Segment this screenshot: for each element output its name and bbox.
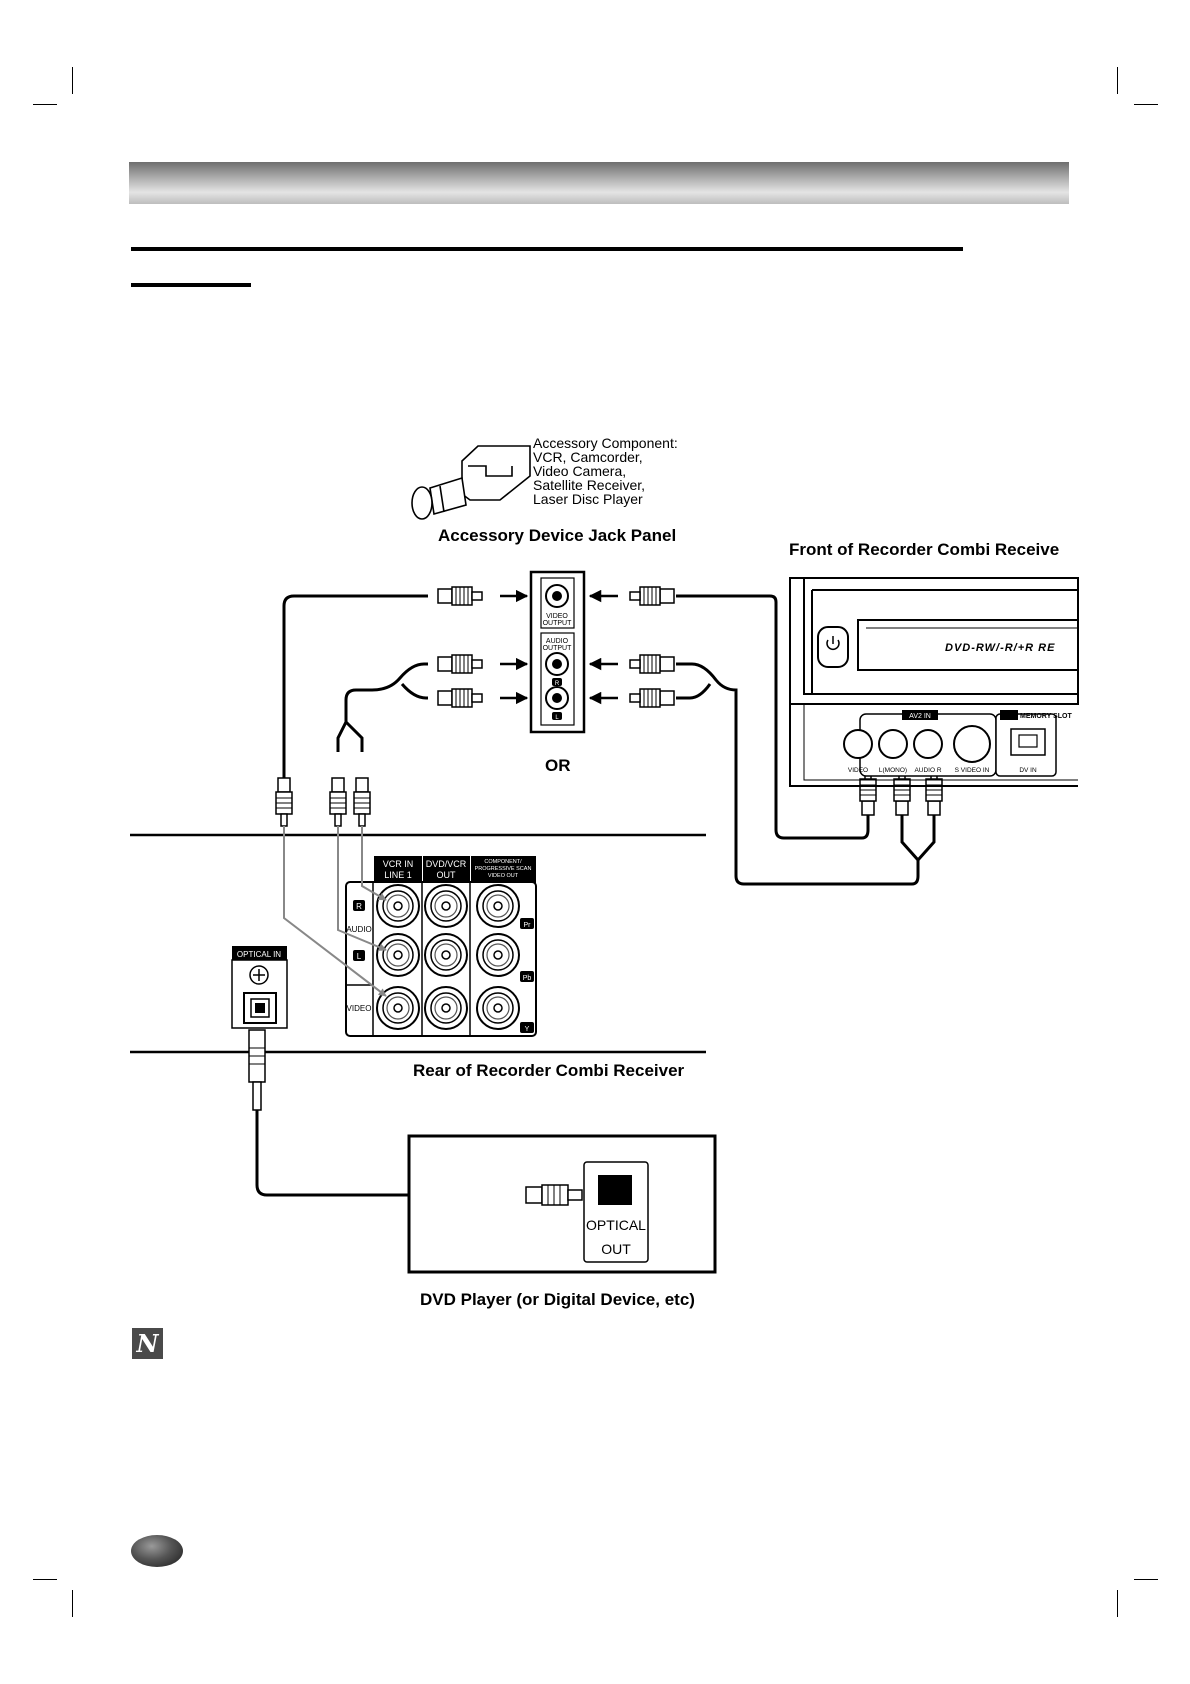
recorder-front-panel [789,577,1079,787]
accessory-jack-panel: VIDEO OUTPUT AUDIO OUTPUT R L [529,570,586,734]
svg-text:OUTPUT: OUTPUT [543,645,573,652]
dvd-player-box [407,1134,717,1274]
hdmi-icon [1000,710,1018,720]
front-jack-label: S VIDEO IN [955,767,990,774]
front-memory-slot: MEMORY SLOT [1020,713,1072,720]
front-av2-label: AV2 IN [909,713,931,720]
optical-in-panel [231,946,288,1111]
cable-routing [255,594,936,1197]
note-icon: N [132,1328,163,1359]
rear-col-comp: PROGRESSIVE SCAN [475,866,532,872]
title-bar [129,162,1069,204]
svg-text:R: R [555,681,560,687]
rear-col-dvd: OUT [437,870,457,880]
crop-mark [1134,1579,1158,1580]
rear-jack-panel [345,856,537,1037]
rear-col-comp: VIDEO OUT [488,873,519,879]
front-jack-label: AUDIO R [914,767,941,774]
accessory-panel-caption: Accessory Device Jack Panel [438,526,676,545]
front-model-text: DVD-RW/-R/+R RE [945,642,1055,654]
dvd-out-label: OUT [601,1241,631,1257]
front-jack-label: VIDEO [848,767,868,774]
rear-col-comp: COMPONENT/ [484,859,522,865]
front-caption: Front of Recorder Combi Receive [789,540,1059,559]
crop-mark [1117,1590,1118,1617]
svg-text:AUDIO: AUDIO [546,638,569,645]
crop-mark [72,67,73,94]
or-label: OR [545,756,571,775]
rear-caption: Rear of Recorder Combi Receiver [413,1061,685,1080]
rear-video-label: VIDEO [347,1004,372,1013]
rear-pb-label: Pb [523,975,532,982]
rear-r-label: R [356,902,362,911]
subsection-rule [131,283,251,287]
dvd-optical-label: OPTICAL [586,1217,646,1233]
accessory-component-types: Video Camera, [533,463,626,479]
rear-col-dvd: DVD/VCR [426,859,467,869]
power-button-icon [826,636,840,650]
svg-text:L: L [555,715,559,721]
rear-col-vcr: LINE 1 [384,870,412,880]
svg-text:VIDEO: VIDEO [546,613,568,620]
signal-arrows [500,589,618,705]
section-rule [131,247,963,251]
guide-lines [283,826,387,997]
rear-y-label: Y [525,1026,530,1033]
front-jack-label: DV IN [1019,767,1037,774]
crop-mark [72,1590,73,1617]
crop-mark [1134,104,1158,105]
accessory-component-types: Satellite Receiver, [533,477,645,493]
rear-col-vcr: VCR IN [383,859,414,869]
rear-audio-label: AUDIO [346,925,371,934]
optical-in-label: OPTICAL IN [237,950,281,959]
crop-mark [33,1579,57,1580]
accessory-component-types: VCR, Camcorder, [533,449,643,465]
page-tab [131,1535,183,1567]
crop-mark [1117,67,1118,94]
rear-l-label: L [357,952,362,961]
svg-text:OUTPUT: OUTPUT [543,620,573,627]
accessory-component-label: Accessory Component: [533,435,678,451]
rear-pr-label: Pr [524,922,532,929]
accessory-component-types: Laser Disc Player [533,491,643,507]
crop-mark [33,104,57,105]
dvd-player-caption: DVD Player (or Digital Device, etc) [420,1290,695,1309]
accessory-device-icon [411,445,531,520]
front-jack-label: L(MONO) [879,767,907,774]
